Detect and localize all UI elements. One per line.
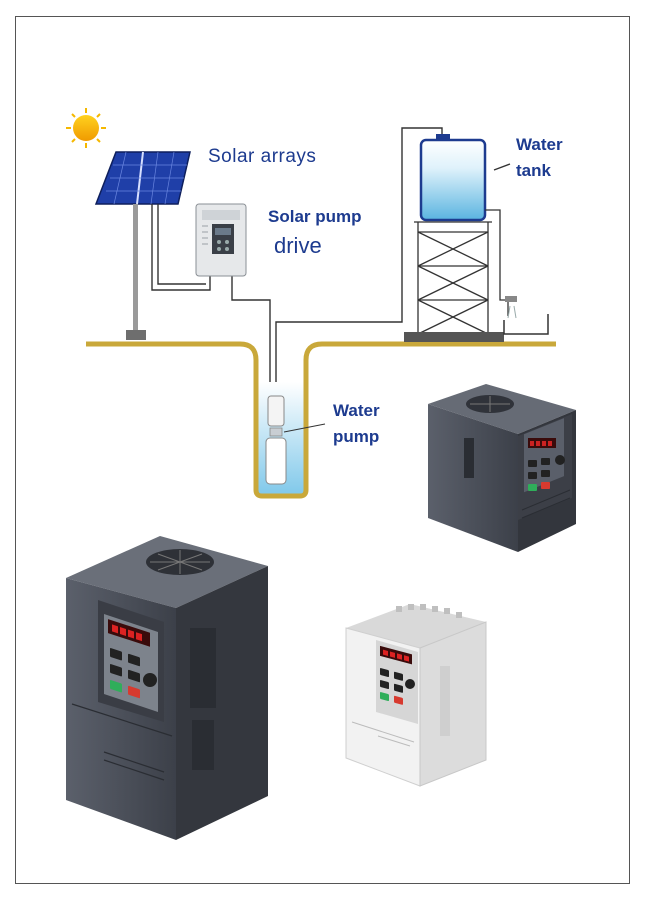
label-solar-arrays: Solar arrays (208, 146, 317, 167)
label-water-pump-line1: Water (333, 401, 380, 420)
inverter-icon (66, 536, 268, 840)
label-solar-pump-drive-line1: Solar pump (268, 207, 362, 226)
label-water-pump-line2: pump (333, 427, 380, 446)
solar-panel-icon (94, 151, 191, 340)
inverter-icon (345, 604, 487, 787)
label-water-tank-line2: tank (516, 161, 551, 180)
sun-icon (66, 108, 106, 148)
water-tank-icon (404, 134, 511, 342)
inverter-icon (428, 384, 576, 552)
pump-drive-icon (195, 203, 247, 277)
faucet-icon (503, 296, 549, 335)
label-water-tank-line1: Water (516, 135, 563, 154)
label-solar-pump-drive-line2: drive (274, 233, 322, 258)
submersible-pump-icon (265, 395, 326, 485)
wiring (151, 127, 443, 400)
